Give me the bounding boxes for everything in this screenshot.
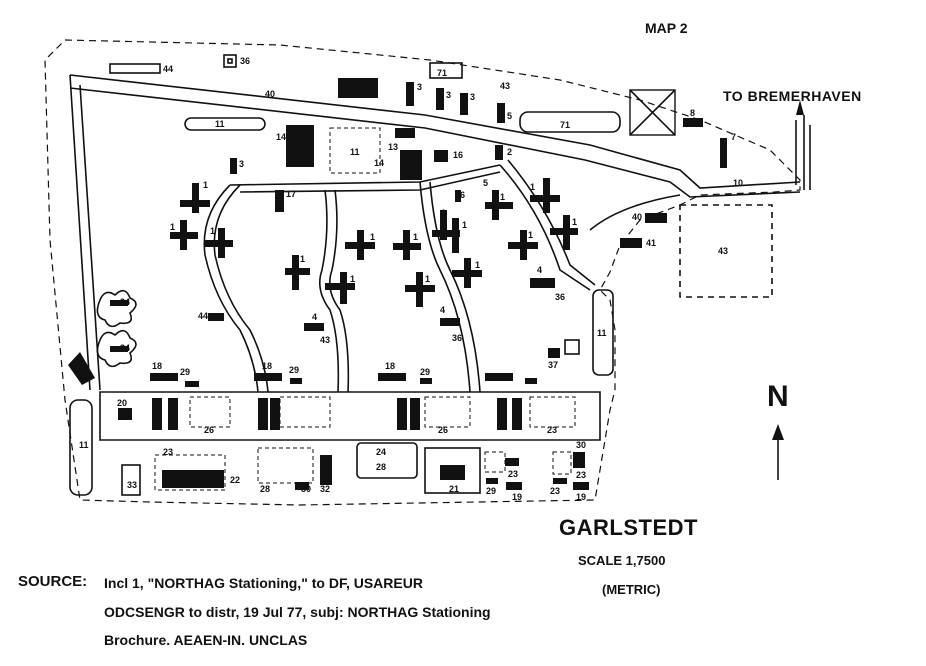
label-23-b: 23 bbox=[163, 447, 173, 457]
label-33: 36 bbox=[240, 56, 250, 66]
label-31: 33 bbox=[127, 480, 137, 490]
source-label: SOURCE: bbox=[18, 573, 88, 590]
label-71: 71 bbox=[560, 120, 570, 130]
label-1-j: 1 bbox=[475, 260, 480, 270]
south-road bbox=[99, 391, 601, 441]
label-28-a: 29 bbox=[180, 367, 190, 377]
label-32-a: 34 bbox=[120, 297, 130, 307]
label-4-b: 4 bbox=[312, 312, 317, 322]
label-1-i: 1 bbox=[462, 220, 467, 230]
label-3-b: 3 bbox=[446, 90, 451, 100]
highway-north bbox=[795, 115, 811, 190]
label-1-a: 1 bbox=[203, 180, 208, 190]
label-26-b: 28 bbox=[260, 484, 270, 494]
label-1-k: 1 bbox=[500, 192, 505, 202]
label-6: 6 bbox=[460, 190, 465, 200]
label-33-b: 36 bbox=[452, 333, 462, 343]
label-33-a: 36 bbox=[555, 292, 565, 302]
label-14-b: 14 bbox=[374, 158, 384, 168]
label-23-c: 23 bbox=[508, 469, 518, 479]
label-25-a: 26 bbox=[204, 425, 214, 435]
label-43: 43 bbox=[718, 246, 728, 256]
label-1-f: 1 bbox=[350, 274, 355, 284]
label-1-b: 1 bbox=[170, 222, 175, 232]
label-4-c: 4 bbox=[440, 305, 445, 315]
label-4-a: 4 bbox=[537, 265, 542, 275]
label-44: 71 bbox=[437, 68, 447, 78]
label-21: 20 bbox=[117, 398, 127, 408]
label-22: 22 bbox=[230, 475, 240, 485]
label-1-c: 1 bbox=[210, 226, 215, 236]
label-39-b: 44 bbox=[198, 311, 208, 321]
perimeter-fence bbox=[44, 39, 801, 506]
map-title: MAP 2 bbox=[645, 20, 688, 36]
label-11-north: 11 bbox=[215, 119, 225, 129]
parcel-43 bbox=[679, 204, 773, 298]
label-1-l: 1 bbox=[530, 182, 535, 192]
place-name: GARLSTEDT bbox=[559, 515, 698, 540]
label-11-east: 11 bbox=[597, 328, 607, 338]
label-41: 41 bbox=[646, 238, 656, 248]
label-23-a: 23 bbox=[547, 425, 557, 435]
source-line-2: ODCSENGR to distr, 19 Jul 77, subj: NORT… bbox=[104, 604, 491, 620]
label-5-b: 5 bbox=[483, 178, 488, 188]
label-23-e: 23 bbox=[550, 486, 560, 496]
label-36: 40 bbox=[265, 89, 275, 99]
direction-label: TO BREMERHAVEN bbox=[723, 88, 862, 104]
label-16: 16 bbox=[453, 150, 463, 160]
label-28-c: 29 bbox=[420, 367, 430, 377]
parade-square bbox=[629, 89, 676, 136]
label-5-a: 5 bbox=[507, 111, 512, 121]
label-38: 43 bbox=[320, 335, 330, 345]
source-line-1: Incl 1, "NORTHAG Stationing," to DF, USA… bbox=[104, 575, 423, 591]
label-10: 10 bbox=[733, 178, 743, 188]
label-19-b: 19 bbox=[576, 492, 586, 502]
label-13: 13 bbox=[388, 142, 398, 152]
label-30: 32 bbox=[320, 484, 330, 494]
label-3-d: 3 bbox=[239, 159, 244, 169]
label-18-c: 18 bbox=[385, 361, 395, 371]
label-1-n: 1 bbox=[572, 217, 577, 227]
label-3-c: 3 bbox=[470, 92, 475, 102]
label-7: 7 bbox=[731, 132, 736, 142]
map-scale: SCALE 1,7500 bbox=[578, 553, 666, 568]
map-units: (METRIC) bbox=[602, 582, 661, 597]
label-20: 21 bbox=[449, 484, 459, 494]
label-14-a: 14 bbox=[276, 132, 286, 142]
label-17: 17 bbox=[286, 189, 296, 199]
label-1-h: 1 bbox=[425, 274, 430, 284]
label-18-a: 18 bbox=[152, 361, 162, 371]
label-28-b: 29 bbox=[289, 365, 299, 375]
label-3-e: 3 bbox=[441, 208, 446, 218]
label-3-a: 3 bbox=[417, 82, 422, 92]
north-label: N bbox=[767, 380, 789, 413]
main-road bbox=[69, 74, 801, 189]
label-29-a: 30 bbox=[576, 440, 586, 450]
label-34: 37 bbox=[548, 360, 558, 370]
label-23-d: 23 bbox=[576, 470, 586, 480]
label-2: 2 bbox=[507, 147, 512, 157]
label-11-west: 11 bbox=[79, 440, 89, 450]
label-39: 44 bbox=[163, 64, 173, 74]
loop-road-west bbox=[203, 184, 259, 393]
label-29-b: 30 bbox=[301, 484, 311, 494]
label-24: 24 bbox=[376, 447, 386, 457]
label-18-b: 18 bbox=[262, 361, 272, 371]
label-26-a: 28 bbox=[376, 462, 386, 472]
label-25-b: 26 bbox=[438, 425, 448, 435]
label-37: 43 bbox=[500, 81, 510, 91]
west-road bbox=[69, 74, 91, 391]
label-19-a: 19 bbox=[512, 492, 522, 502]
label-1-e: 1 bbox=[370, 232, 375, 242]
source-line-3: Brochure. AEAEN-IN. UNCLAS bbox=[104, 632, 308, 648]
label-1-g: 1 bbox=[413, 232, 418, 242]
label-28-d: 29 bbox=[486, 486, 496, 496]
label-1-d: 1 bbox=[300, 254, 305, 264]
label-11-center: 11 bbox=[350, 147, 360, 157]
label-8: 8 bbox=[690, 108, 695, 118]
label-40: 40 bbox=[632, 212, 642, 222]
label-32-b: 34 bbox=[120, 343, 130, 353]
label-1-m: 1 bbox=[528, 230, 533, 240]
